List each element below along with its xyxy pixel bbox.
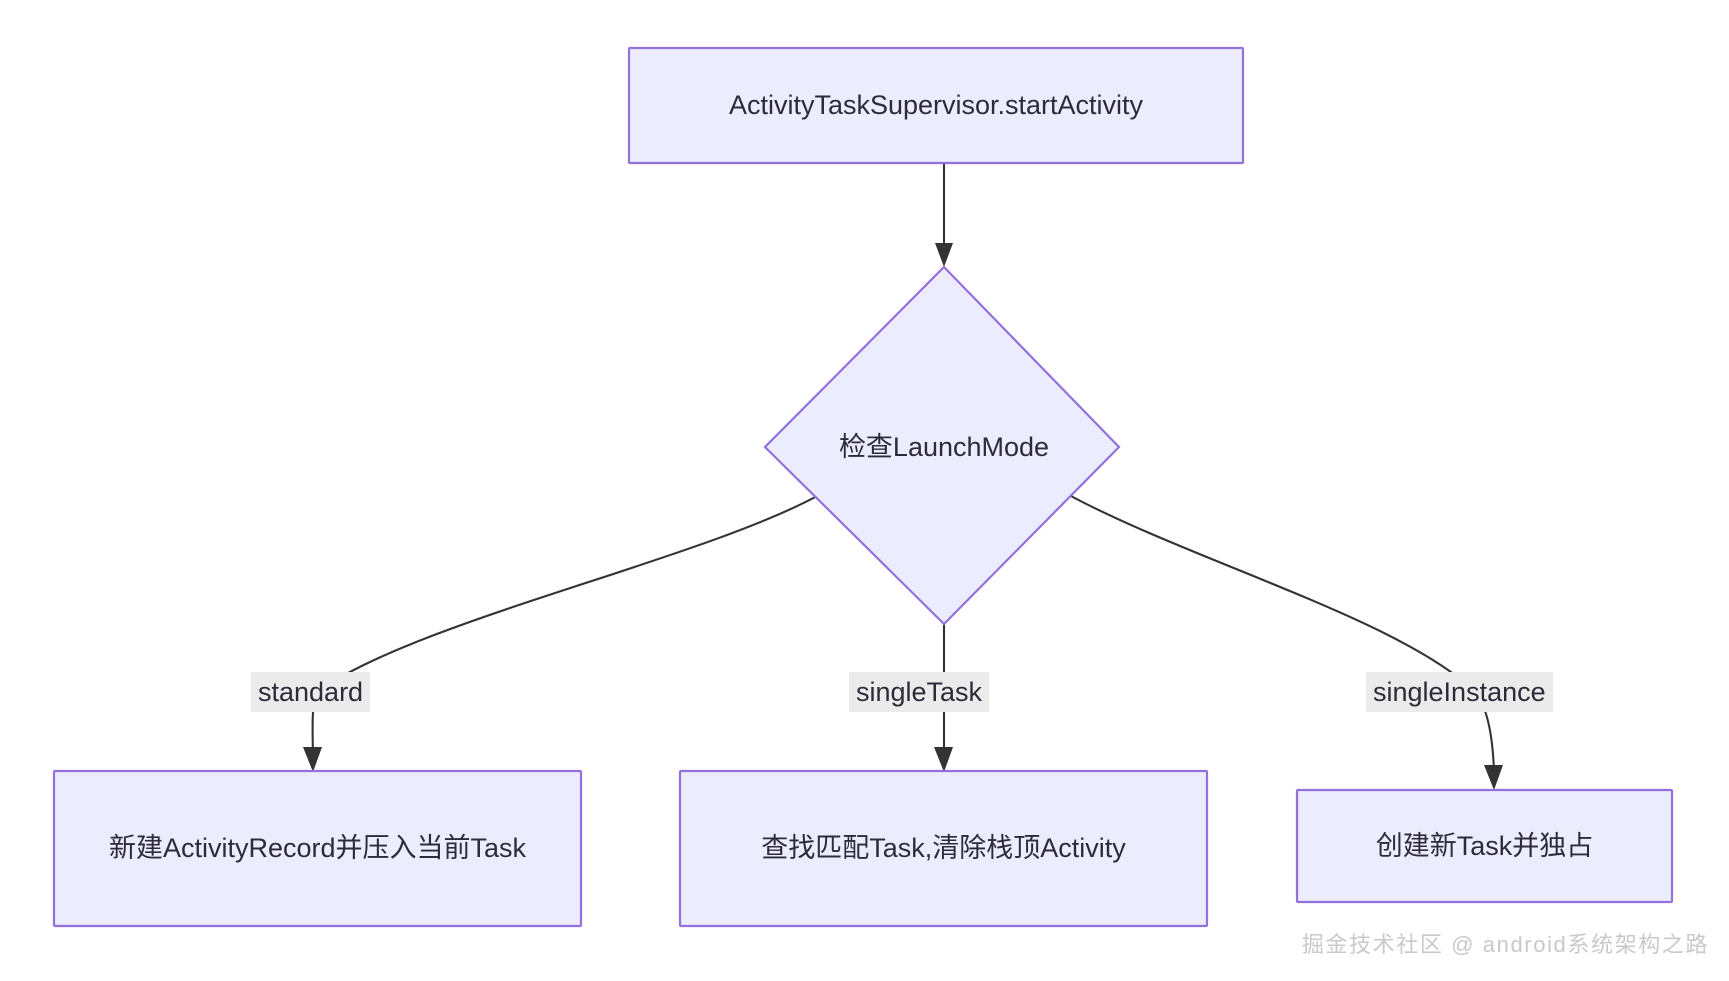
node-singleinstance-result-shape[interactable] (1295, 788, 1674, 904)
node-start-shape[interactable] (627, 46, 1245, 165)
edge-label-singleinstance: singleInstance (1366, 672, 1553, 712)
edge-label-standard: standard (251, 672, 371, 712)
node-standard-result-shape[interactable] (52, 769, 583, 928)
edge-label-singletask: singleTask (849, 672, 990, 712)
watermark-text: 掘金技术社区 @ android系统架构之路 (1301, 932, 1709, 957)
edge-standard (303, 494, 820, 772)
edge-start-to-decision (935, 163, 953, 267)
edge-singleinstance (1068, 494, 1503, 790)
node-singletask-result-shape[interactable] (678, 769, 1209, 928)
node-decision-shape[interactable] (763, 265, 1121, 626)
